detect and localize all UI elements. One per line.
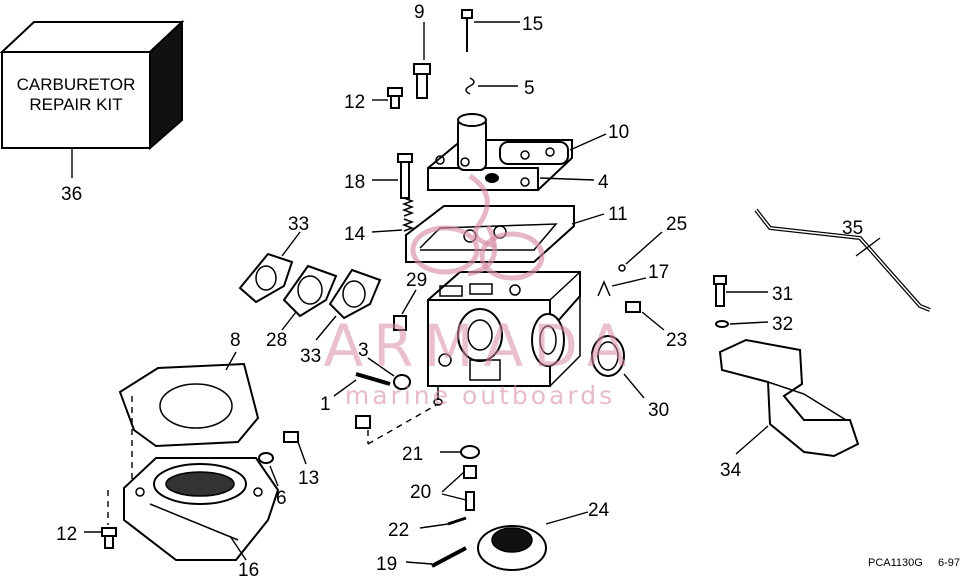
callout-28: 28	[266, 330, 287, 351]
callout-16: 16	[238, 560, 259, 579]
callout-31: 31	[772, 284, 793, 305]
callout-5: 5	[524, 78, 535, 99]
callout-8: 8	[230, 330, 241, 351]
link-rod-35	[754, 208, 931, 312]
carburetor-body	[427, 271, 581, 406]
callout-29: 29	[406, 270, 427, 291]
callout-20: 20	[410, 482, 431, 503]
watermark-logo	[410, 173, 545, 281]
leader-lines	[84, 21, 881, 565]
screw-15	[461, 9, 473, 52]
callout-1: 1	[320, 394, 331, 415]
callout-11: 11	[608, 204, 628, 225]
callout-34: 34	[720, 460, 742, 481]
bolt-31	[713, 275, 727, 307]
o-ring-30	[591, 335, 625, 377]
fitting-23	[625, 301, 641, 313]
pin-25	[618, 264, 626, 272]
pin-22	[447, 516, 467, 526]
callout-17: 17	[648, 262, 669, 283]
kit-box-line1: CARBURETOR	[17, 75, 136, 94]
callout-30: 30	[648, 400, 669, 421]
jet-20	[463, 465, 477, 511]
screw-12-top	[387, 87, 403, 109]
callout-9: 9	[414, 2, 425, 23]
callout-35: 35	[842, 218, 863, 239]
watermark-brand: ARMADA	[323, 312, 636, 380]
screw-9	[413, 63, 431, 99]
intake-manifold	[123, 457, 280, 561]
callout-14: 14	[344, 224, 366, 245]
callout-4: 4	[598, 172, 609, 193]
carburetor-repair-kit-box: CARBURETOR REPAIR KIT	[0, 19, 185, 178]
callout-12-bottom: 12	[56, 524, 77, 545]
nut-3	[393, 374, 411, 390]
callout-33-bottom: 33	[300, 346, 321, 367]
callout-10: 10	[608, 122, 629, 143]
callout-33-top: 33	[288, 214, 309, 235]
washer-21	[460, 445, 480, 459]
intake-gasket-set	[238, 252, 382, 320]
clip-17	[597, 280, 611, 297]
callout-12-top: 12	[344, 92, 365, 113]
callout-3: 3	[358, 340, 369, 361]
air-silencer-34	[718, 338, 860, 458]
watermark-tagline: marine outboards	[345, 381, 615, 410]
float-24	[477, 525, 547, 571]
washer-6	[258, 452, 274, 464]
pin-1	[355, 372, 391, 386]
screw-18	[397, 153, 413, 199]
watermark: ARMADA marine outboards	[323, 173, 636, 410]
callout-32: 32	[772, 314, 793, 335]
callout-24: 24	[588, 500, 610, 521]
diagram-date: 6-97	[938, 557, 960, 569]
callout-numbers: 36 9 15 5 12 10 18 4 11 33 14 25 35 17 2…	[56, 2, 863, 581]
callout-36: 36	[61, 184, 82, 205]
clip-5	[465, 77, 475, 95]
callout-18: 18	[344, 172, 365, 193]
spring-14	[401, 197, 415, 232]
screw-19	[431, 546, 467, 568]
callout-6: 6	[276, 488, 287, 509]
callout-23: 23	[666, 330, 687, 351]
callout-21: 21	[402, 444, 423, 465]
callout-22: 22	[388, 520, 409, 541]
nut-29	[393, 315, 407, 331]
callout-25: 25	[666, 214, 687, 235]
callout-15: 15	[522, 14, 543, 35]
plug-13	[283, 431, 299, 443]
kit-box-line2: REPAIR KIT	[29, 95, 122, 114]
callout-19: 19	[376, 554, 397, 575]
float-bowl-cover	[427, 113, 573, 191]
callout-13: 13	[298, 468, 319, 489]
washer-32	[715, 320, 729, 328]
diagram-code: PCA1130G	[868, 557, 923, 569]
manifold-gasket	[118, 362, 260, 448]
plug-small	[355, 415, 371, 429]
screw-12-bottom	[101, 527, 117, 549]
